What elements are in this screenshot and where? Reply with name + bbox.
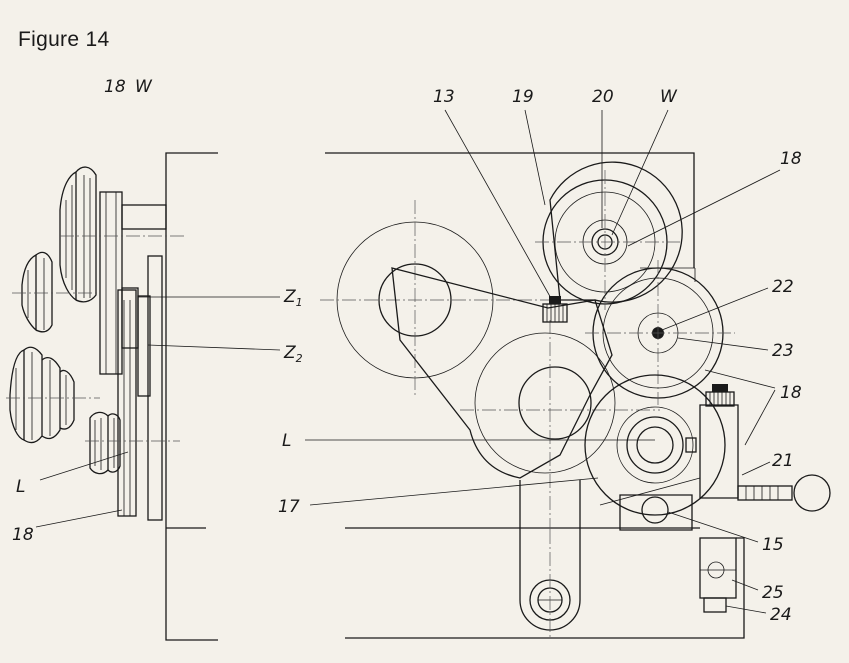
label-z2: Z2 — [283, 343, 303, 365]
leader-z2 — [147, 344, 281, 351]
front-view: 13 19 20 W 18 22 23 18 L 17 21 15 25 24 — [278, 87, 831, 639]
label-w-front: W — [660, 87, 678, 107]
label-18-side-top: 18 — [104, 77, 126, 97]
leader-23 — [677, 337, 769, 351]
label-l-side: L — [16, 477, 25, 497]
circle-l-hub — [518, 366, 592, 440]
label-18-mid: 18 — [780, 383, 802, 403]
side-gear-plate — [147, 255, 163, 521]
side-gear-z2 — [137, 295, 151, 397]
leader-22 — [661, 287, 769, 331]
leader-19 — [524, 109, 546, 206]
label-23: 23 — [772, 341, 794, 361]
leader-15 — [667, 511, 759, 543]
figure-title: Figure 14 — [18, 28, 110, 51]
step-pulley-top — [59, 166, 97, 303]
leader-18-mid-b — [744, 389, 776, 446]
leader-18-mid-a — [704, 369, 776, 389]
label-13: 13 — [433, 87, 455, 107]
label-19: 19 — [512, 87, 534, 107]
lower-link — [519, 480, 581, 638]
label-18-side-bottom: 18 — [12, 525, 34, 545]
leader-w-front — [611, 109, 669, 236]
step-pulley-middle — [12, 251, 100, 333]
belt-pulley-18 — [99, 191, 123, 375]
lever-13-nut — [542, 296, 568, 323]
front-housing-outline — [325, 152, 695, 268]
clamp-15 — [599, 477, 701, 531]
vbelt-pulley — [89, 411, 121, 475]
front-housing-bottom — [345, 537, 745, 639]
label-l-front: L — [282, 431, 291, 451]
gear-22-23 — [585, 260, 735, 405]
leader-21 — [741, 461, 771, 476]
side-housing-outline — [165, 152, 218, 641]
label-17: 17 — [278, 497, 300, 517]
label-18-top: 18 — [780, 149, 802, 169]
side-shaft-w — [121, 204, 167, 230]
handle — [737, 474, 831, 512]
side-view: 18 W Z1 Z2 L 18 — [6, 77, 303, 641]
circle-l — [474, 332, 616, 474]
label-21: 21 — [772, 451, 794, 471]
leader-13 — [444, 109, 553, 301]
leader-25 — [731, 579, 759, 591]
nut-hatch-top — [705, 384, 735, 407]
quadrant-17 — [391, 267, 613, 479]
label-25: 25 — [762, 583, 784, 603]
label-24: 24 — [770, 605, 792, 625]
label-w-side: W — [135, 77, 153, 97]
leader-l-side — [39, 451, 129, 481]
label-22: 22 — [772, 277, 794, 297]
leader-18-bottom — [35, 509, 123, 528]
side-lower-gear — [117, 289, 137, 517]
leader-17 — [309, 477, 599, 506]
label-15: 15 — [762, 535, 784, 555]
leader-18-top — [627, 169, 781, 247]
step-pulley-bottom — [6, 346, 100, 444]
label-20: 20 — [592, 87, 614, 107]
gear-l-assembly — [584, 374, 726, 516]
top-gear-assembly — [535, 161, 683, 310]
leader-24 — [725, 605, 767, 614]
label-z1: Z1 — [283, 287, 303, 309]
